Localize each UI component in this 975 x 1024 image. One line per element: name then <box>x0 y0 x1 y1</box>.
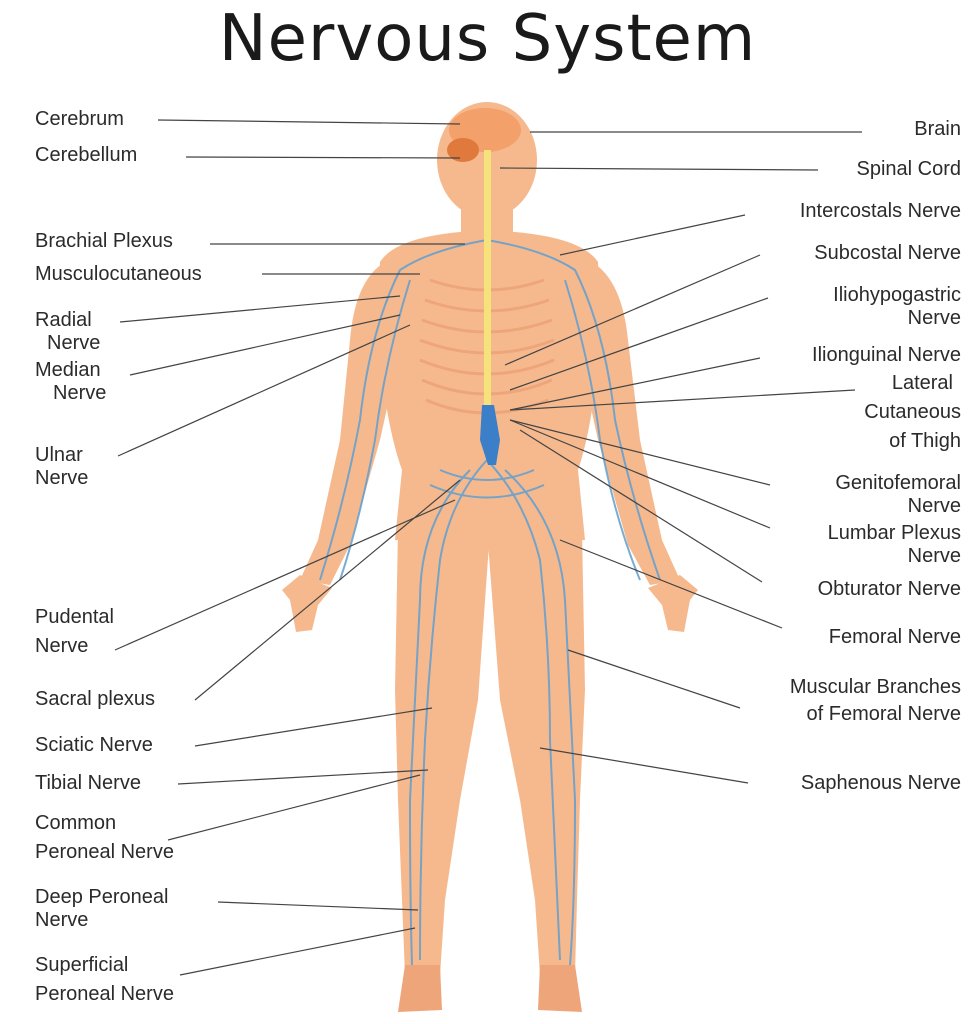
label-sacral-plexus: Sacral plexus <box>35 688 156 710</box>
label-spinal-cord: Spinal Cord <box>856 158 961 180</box>
label-intercostals-nerve: Intercostals Nerve <box>799 200 961 222</box>
leader-lines <box>114 119 862 976</box>
label-subcostal-nerve: Subcostal Nerve <box>814 242 961 264</box>
spinal-cord-graphic <box>480 150 500 465</box>
label-brachial-plexus: Brachial Plexus <box>35 230 173 252</box>
label-brain: Brain <box>914 118 961 140</box>
label-ilioinguinal-nerve: Ilionguinal Nerve <box>812 344 961 366</box>
label-tibial-nerve: Tibial Nerve <box>35 772 141 794</box>
label-cerebellum: Cerebellum <box>35 144 138 166</box>
label-cerebrum: Cerebrum <box>35 108 124 130</box>
diagram-title: Nervous System <box>218 2 757 76</box>
brain-graphic <box>447 108 521 162</box>
label-femoral-nerve: Femoral Nerve <box>828 626 961 648</box>
label-musculocutaneous: Musculocutaneous <box>35 263 202 285</box>
label-saphenous-nerve: Saphenous Nerve <box>800 772 961 794</box>
label-obturator-nerve: Obturator Nerve <box>817 578 961 600</box>
nerve-network <box>319 239 661 966</box>
label-sciatic-nerve: Sciatic Nerve <box>35 734 153 756</box>
